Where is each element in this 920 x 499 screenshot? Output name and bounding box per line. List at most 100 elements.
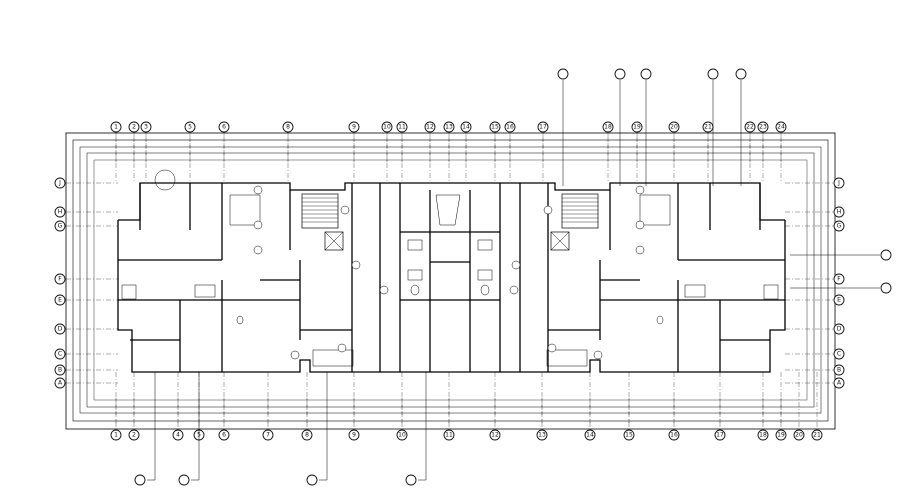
axis-bubble-top-label: 3: [144, 124, 148, 131]
axis-bubble-left-label: E: [58, 297, 62, 304]
axis-bubble-top-label: 23: [759, 124, 767, 131]
axis-bubble-bottom-label: 6: [222, 432, 226, 439]
axis-bubble-right: A: [833, 377, 845, 389]
axis-bubble-top: 23: [757, 121, 769, 133]
axis-bubble-bottom: 1: [110, 429, 122, 441]
axis-bubble-top: 10: [381, 121, 393, 133]
axis-bubble-top-label: 9: [352, 124, 356, 131]
axis-bubble-bottom: 10: [396, 429, 408, 441]
axis-bubble-bottom-label: 4: [176, 432, 180, 439]
axis-bubble-bottom: 6: [218, 429, 230, 441]
axis-bubble-bottom: 9: [348, 429, 360, 441]
axis-bubble-bottom: 7: [262, 429, 274, 441]
axis-bubble-top: 24: [775, 121, 787, 133]
axis-bubble-top-label: 1: [114, 124, 118, 131]
axis-bubble-top: 11: [396, 121, 408, 133]
axis-bubble-bottom: 4: [172, 429, 184, 441]
axis-bubble-bottom-label: 18: [759, 432, 767, 439]
axis-bubble-bottom: 20: [793, 429, 805, 441]
axis-bubble-left-label: D: [58, 326, 63, 333]
outer-frames: [65, 132, 836, 430]
axis-bubble-top: 13: [443, 121, 455, 133]
axis-bubble-bottom-label: 9: [352, 432, 356, 439]
axis-bubble-bottom-label: 13: [538, 432, 546, 439]
axis-bubble-bottom: 15: [623, 429, 635, 441]
axis-bubble-left-label: A: [58, 380, 63, 387]
grid-lines: [66, 133, 835, 428]
axis-bubble-bottom: 11: [443, 429, 455, 441]
axis-bubble-right: G: [833, 220, 845, 232]
axis-bubble-bottom-label: 20: [795, 432, 803, 439]
axis-bubble-top-label: 20: [670, 124, 678, 131]
axis-bubble-top: 9: [348, 121, 360, 133]
axis-bubble-bottom: 19: [775, 429, 787, 441]
axis-bubble-bottom-label: 12: [491, 432, 499, 439]
axis-bubble-right-label: A: [837, 380, 842, 387]
axis-bubble-top: 1: [110, 121, 122, 133]
axis-bubble-top-label: 17: [539, 124, 547, 131]
axis-bubble-bottom-label: 17: [716, 432, 724, 439]
detail-leader-bubbles: [134, 68, 892, 486]
axis-bubble-left: B: [54, 364, 66, 376]
axis-bubble-top: 2: [128, 121, 140, 133]
axis-bubble-top-label: 21: [704, 124, 712, 131]
axis-bubble-bottom-label: 7: [266, 432, 270, 439]
axis-bubble-left: F: [54, 273, 66, 285]
axis-bubble-top-label: 10: [383, 124, 391, 131]
axis-bubble-left: J: [54, 177, 66, 189]
axis-bubble-right-label: C: [837, 351, 841, 358]
axis-bubble-bottom: 17: [714, 429, 726, 441]
axis-bubble-top-label: 14: [462, 124, 470, 131]
axis-bubble-right-label: G: [837, 223, 842, 230]
axis-bubble-left-label: H: [58, 209, 63, 216]
axis-bubble-top: 14: [460, 121, 472, 133]
axis-bubble-right: D: [833, 323, 845, 335]
axis-bubble-top-label: 24: [777, 124, 785, 131]
axis-bubble-top: 6: [218, 121, 230, 133]
axis-bubble-bottom-label: 1: [114, 432, 118, 439]
axis-bubble-right: H: [833, 206, 845, 218]
axis-bubble-right: F: [833, 273, 845, 285]
axis-bubble-top: 16: [504, 121, 516, 133]
axis-bubble-right: J: [833, 177, 845, 189]
building-walls: [117, 182, 786, 373]
axis-bubble-top-label: 5: [188, 124, 192, 131]
axis-bubble-left: H: [54, 206, 66, 218]
axis-bubble-top-label: 15: [491, 124, 499, 131]
axis-bubble-top: 12: [424, 121, 436, 133]
axis-bubble-top: 15: [489, 121, 501, 133]
axis-bubble-left: E: [54, 294, 66, 306]
axis-bubble-right: B: [833, 364, 845, 376]
stair-and-elevator-cores: [301, 193, 599, 251]
axis-bubble-left: G: [54, 220, 66, 232]
axis-bubble-bottom-label: 21: [813, 432, 821, 439]
axis-bubble-bottom-label: 15: [625, 432, 633, 439]
axis-bubble-top: 20: [668, 121, 680, 133]
axis-bubble-bottom: 21: [811, 429, 823, 441]
axis-bubble-bottom: 14: [584, 429, 596, 441]
axis-bubble-bottom-label: 16: [670, 432, 678, 439]
axis-bubble-top-label: 18: [604, 124, 612, 131]
axis-bubble-top: 19: [631, 121, 643, 133]
axis-bubble-bottom-label: 14: [586, 432, 594, 439]
axis-bubble-top: 21: [702, 121, 714, 133]
axis-bubble-right-label: J: [837, 180, 840, 187]
axis-bubble-top: 5: [184, 121, 196, 133]
axis-bubble-left: A: [54, 377, 66, 389]
axis-bubble-left-label: J: [58, 180, 61, 187]
axis-bubble-top: 22: [744, 121, 756, 133]
right-axis-bubbles: J HG FE D CBA: [833, 177, 845, 389]
axis-bubble-left: C: [54, 348, 66, 360]
axis-bubble-bottom: 12: [489, 429, 501, 441]
axis-bubble-top: 3: [140, 121, 152, 133]
axis-bubble-bottom: 13: [536, 429, 548, 441]
axis-bubble-bottom-label: 2: [132, 432, 136, 439]
axis-bubble-top-label: 2: [132, 124, 136, 131]
axis-bubble-top-label: 22: [746, 124, 754, 131]
axis-bubble-right: E: [833, 294, 845, 306]
axis-bubble-top-label: 19: [633, 124, 641, 131]
axis-bubble-top-label: 11: [398, 124, 406, 131]
left-axis-bubbles: J HG F E D CBA: [54, 177, 66, 389]
